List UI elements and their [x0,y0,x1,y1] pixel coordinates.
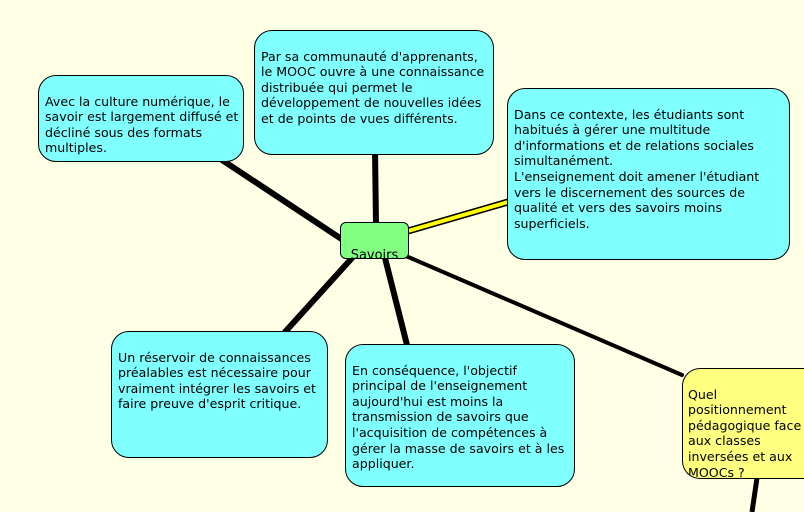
topic-context[interactable]: Dans ce contexte, les étudiants sont hab… [507,88,790,260]
topic-reservoir-text: Un réservoir de connaissances préalables… [118,349,316,412]
branch-to-context-highlight [407,200,509,233]
topic-mooc-text: Par sa communauté d'apprenants, le MOOC … [261,48,485,126]
topic-culture-text: Avec la culture numérique, le savoir est… [45,93,239,156]
branch-to-culture [219,157,346,243]
branch-to-question [404,254,684,377]
topic-reservoir[interactable]: Un réservoir de connaissances préalables… [111,331,328,458]
question-node-text: Quel positionnement pédagogique face aux… [688,386,802,479]
question-node[interactable]: Quel positionnement pédagogique face aux… [682,368,804,479]
branch-from-question [749,477,760,512]
central-node-label: Savoirs [350,248,399,259]
branch-to-reservoir [282,255,355,335]
branch-to-mooc [372,147,379,227]
topic-culture[interactable]: Avec la culture numérique, le savoir est… [38,75,244,162]
topic-context-text: Dans ce contexte, les étudiants sont hab… [514,106,760,231]
topic-consequence-text: En conséquence, l'objectif principal de … [352,362,565,472]
branch-to-consequence [382,255,410,348]
central-node-savoirs[interactable]: Savoirs [340,222,409,259]
topic-consequence[interactable]: En conséquence, l'objectif principal de … [345,344,575,487]
topic-mooc[interactable]: Par sa communauté d'apprenants, le MOOC … [254,30,494,155]
